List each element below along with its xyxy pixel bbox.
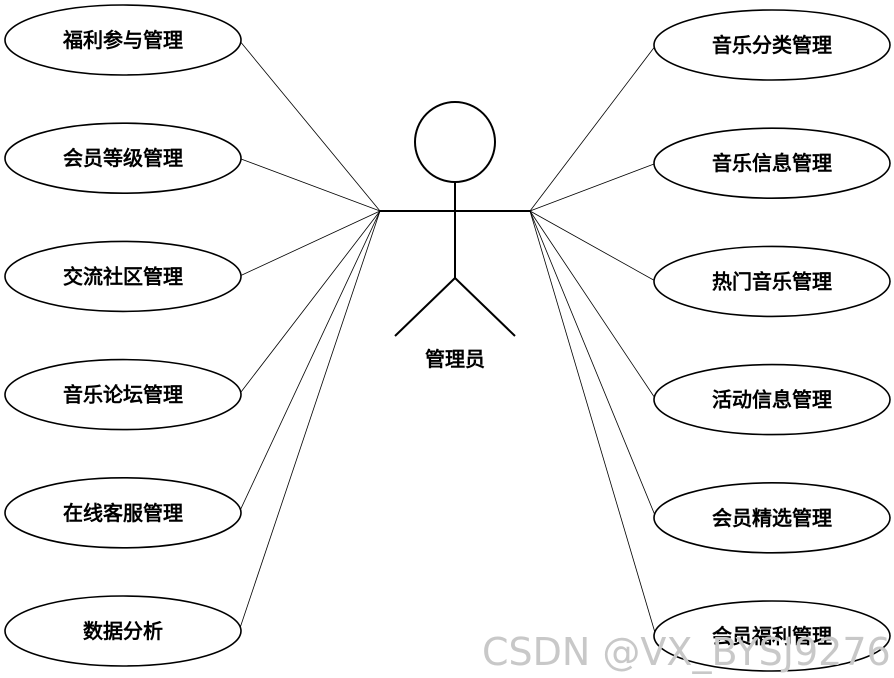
use-case-ellipse <box>653 600 891 672</box>
association-line <box>529 210 657 282</box>
use-case-label: 会员福利管理 <box>712 624 832 648</box>
association-line <box>238 39 381 212</box>
use-case-ellipse <box>4 476 242 549</box>
association-line <box>238 210 381 395</box>
left-use-case-5: 在线客服管理 <box>4 476 242 549</box>
actor-name: 管理员 <box>425 347 485 371</box>
association-line <box>238 210 381 513</box>
use-case-ellipse <box>653 9 891 81</box>
use-case-ellipse <box>653 245 891 318</box>
use-case-label: 会员精选管理 <box>712 506 832 530</box>
use-case-ellipse <box>653 481 891 554</box>
use-case-label: 音乐论坛管理 <box>63 383 183 407</box>
actor-right-leg <box>454 277 516 337</box>
actor-left-leg <box>394 277 456 337</box>
use-case-ellipse <box>653 363 891 436</box>
use-case-label: 会员等级管理 <box>63 146 183 170</box>
right-use-case-4: 活动信息管理 <box>653 363 891 436</box>
right-use-case-1: 音乐分类管理 <box>653 9 891 81</box>
use-case-label: 交流社区管理 <box>63 264 183 288</box>
actor-head <box>414 101 496 183</box>
left-use-case-4: 音乐论坛管理 <box>4 358 242 431</box>
right-use-case-5: 会员精选管理 <box>653 481 891 554</box>
right-use-case-3: 热门音乐管理 <box>653 245 891 318</box>
association-line <box>529 210 657 637</box>
use-case-ellipse <box>653 127 891 199</box>
use-case-label: 音乐分类管理 <box>712 33 832 57</box>
association-line <box>529 162 657 212</box>
use-case-ellipse <box>4 240 242 313</box>
use-case-ellipse <box>4 358 242 431</box>
right-use-case-2: 音乐信息管理 <box>653 127 891 199</box>
use-case-label: 活动信息管理 <box>712 388 832 412</box>
use-case-label: 数据分析 <box>83 619 163 643</box>
actor-figure <box>380 101 530 337</box>
left-use-case-1: 福利参与管理 <box>4 4 242 76</box>
use-case-ellipse <box>4 4 242 76</box>
use-case-label: 音乐信息管理 <box>712 151 832 175</box>
right-use-case-6: 会员福利管理 <box>653 600 891 672</box>
use-case-label: 热门音乐管理 <box>712 269 832 293</box>
association-line <box>238 157 381 212</box>
association-line <box>238 210 381 632</box>
association-line <box>238 210 381 277</box>
use-case-ellipse <box>4 122 242 194</box>
watermark: CSDN @VX_BYSJ9276 <box>482 630 891 674</box>
left-use-case-6: 数据分析 <box>4 595 242 667</box>
association-line <box>529 210 657 400</box>
left-use-case-3: 交流社区管理 <box>4 240 242 313</box>
association-lines <box>238 39 657 637</box>
use-case-label: 福利参与管理 <box>62 28 183 52</box>
use-case-ellipse <box>4 595 242 667</box>
association-line <box>529 44 657 212</box>
use-case-label: 在线客服管理 <box>63 501 183 525</box>
left-use-case-2: 会员等级管理 <box>4 122 242 194</box>
association-line <box>529 210 657 518</box>
